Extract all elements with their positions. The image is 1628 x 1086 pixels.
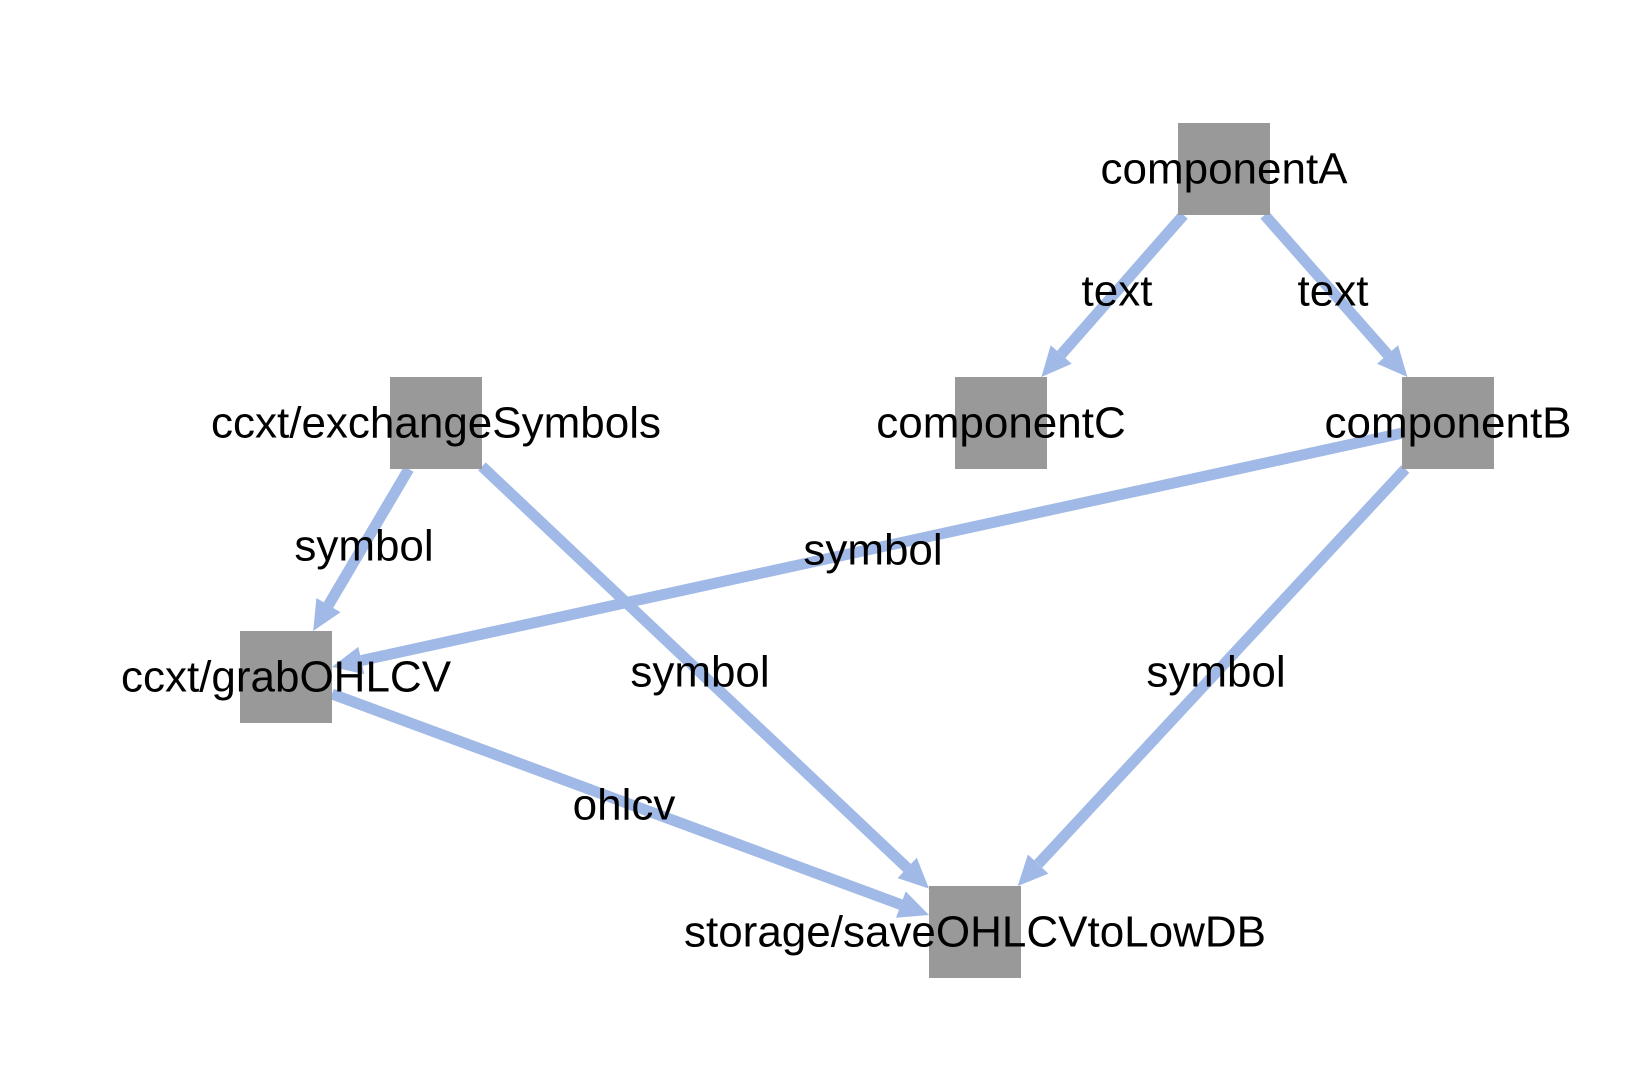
node-componentA[interactable] (1178, 123, 1270, 215)
edge-label-a-b: text (1298, 267, 1369, 316)
node-labels-layer: componentA componentC componentB ccxt/excha… (121, 145, 1572, 957)
edge-ex-save (478, 462, 911, 872)
edge-label-a-c: text (1082, 267, 1153, 316)
node-label-componentC: componentC (876, 399, 1125, 448)
edges-layer (313, 211, 1410, 918)
arrowhead-b-save (1017, 854, 1049, 886)
edge-label-b-save: symbol (1146, 648, 1285, 697)
edge-ex-grab (323, 466, 414, 608)
arrowhead-a-b (1377, 345, 1408, 377)
edge-label-grab-save: ohlcv (573, 781, 676, 830)
edge-label-b-grab: symbol (803, 526, 942, 575)
edge-a-c (1057, 211, 1188, 359)
node-grabOHLCV[interactable] (240, 631, 332, 723)
edge-labels-layer: text text symbol symbol symbol symbol ohlcv (294, 267, 1368, 830)
arrowhead-ex-save (897, 857, 929, 889)
node-label-grabOHLCV: ccxt/grabOHLCV (121, 653, 452, 702)
edge-label-ex-save: symbol (630, 648, 769, 697)
arrowhead-b-grab (332, 646, 365, 675)
edge-b-grab (360, 427, 1404, 666)
node-label-exchangeSymbols: ccxt/exchangeSymbols (211, 399, 661, 448)
node-label-componentA: componentA (1100, 145, 1348, 194)
arrowhead-a-c (1041, 345, 1072, 377)
edge-grab-save (330, 688, 903, 910)
arrowhead-grab-save (896, 891, 929, 918)
edge-a-b (1260, 211, 1392, 359)
node-exchangeSymbols[interactable] (390, 377, 482, 469)
node-componentC[interactable] (955, 377, 1047, 469)
edge-b-save (1034, 465, 1410, 868)
edge-label-ex-grab: symbol (294, 522, 433, 571)
node-saveOHLCV[interactable] (929, 886, 1021, 978)
node-label-saveOHLCV: storage/saveOHLCVtoLowDB (684, 908, 1266, 957)
node-label-componentB: componentB (1324, 399, 1571, 448)
node-componentB[interactable] (1402, 377, 1494, 469)
nodes-layer (240, 123, 1494, 978)
arrowhead-ex-grab (313, 598, 341, 631)
